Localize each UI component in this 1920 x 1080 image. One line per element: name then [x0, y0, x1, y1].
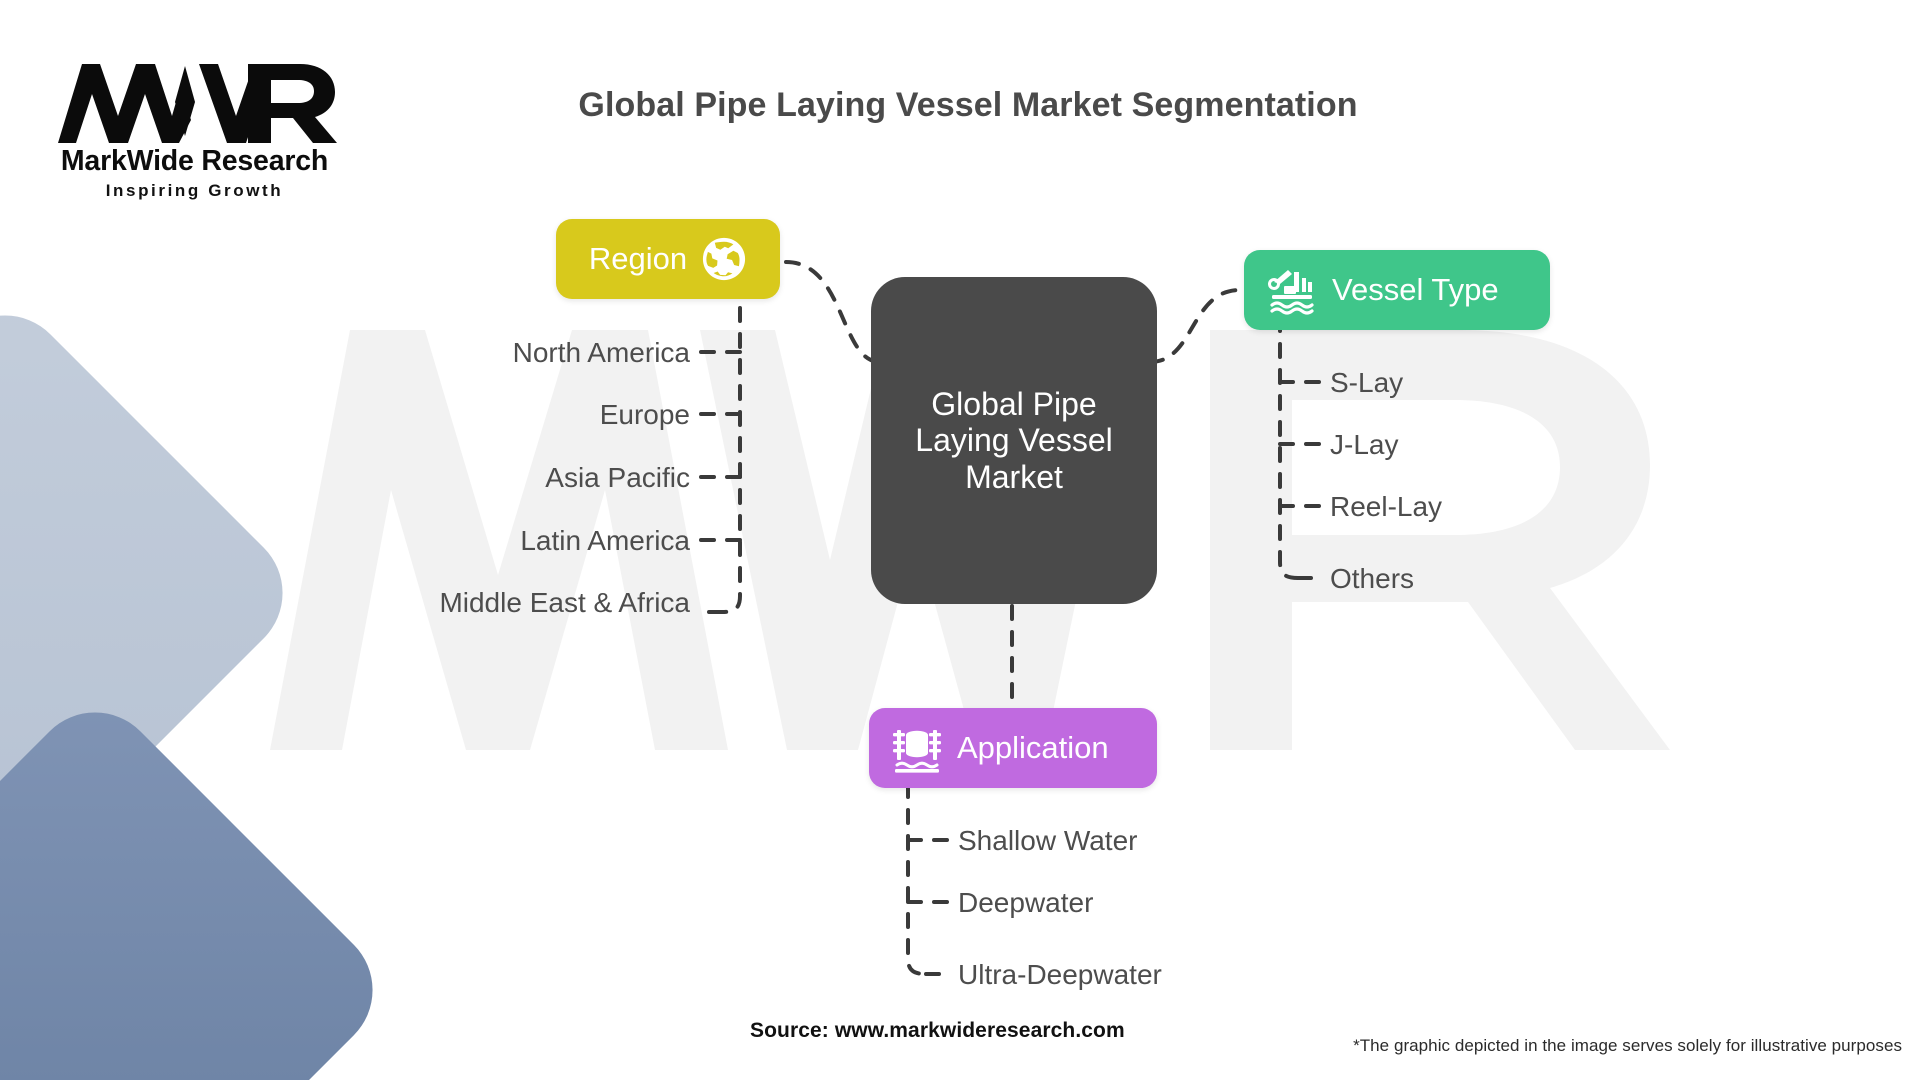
connector-region-to-center — [784, 260, 882, 364]
leaf-region-2: Asia Pacific — [545, 462, 690, 493]
branch-label-vessel-type: Vessel Type — [1332, 272, 1499, 307]
globe-network-icon — [701, 236, 747, 282]
central-node-label: Global Pipe Laying Vessel Market — [915, 386, 1113, 495]
brand-logo: MarkWide Research Inspiring Growth — [52, 58, 352, 201]
leaf-region-3: Latin America — [520, 525, 690, 556]
mwr-logo-mark-icon — [58, 64, 337, 143]
branch-badge-region[interactable]: Region — [556, 219, 780, 299]
branch-badge-application[interactable]: Application — [869, 708, 1157, 788]
leaf-application-1: Deepwater — [958, 887, 1094, 918]
leaf-region-4: Middle East & Africa — [439, 587, 690, 618]
leaf-region-0: North America — [512, 337, 690, 368]
logo-company-name: MarkWide Research — [60, 145, 329, 177]
logo-tagline: Inspiring Growth — [105, 181, 284, 200]
connector-center-to-vessel — [1148, 288, 1242, 364]
page-title: Global Pipe Laying Vessel Market Segment… — [0, 86, 1920, 125]
leaf-region-1: Europe — [599, 399, 690, 430]
disclaimer-note: *The graphic depicted in the image serve… — [1353, 1036, 1902, 1055]
offshore-platform-icon — [891, 722, 943, 774]
connector-vessel-spine — [1278, 316, 1300, 580]
leaf-application-2: Ultra-Deepwater — [958, 959, 1162, 990]
leaf-application-0: Shallow Water — [958, 825, 1138, 856]
branch-label-region: Region — [588, 241, 688, 276]
page-title-text: Global Pipe Laying Vessel Market Segment… — [578, 86, 1358, 124]
connector-region-spine — [720, 280, 742, 614]
leaf-vessel-type-2: Reel-Lay — [1330, 491, 1443, 522]
connector-application-spine — [906, 782, 928, 976]
leaf-vessel-type-3: Others — [1330, 563, 1415, 594]
central-node: Global Pipe Laying Vessel Market — [871, 277, 1157, 604]
branch-label-application: Application — [957, 730, 1109, 765]
offshore-crane-vessel-icon — [1266, 264, 1318, 316]
branch-badge-vessel-type[interactable]: Vessel Type — [1244, 250, 1550, 330]
leaf-vessel-type-1: J-Lay — [1330, 429, 1399, 460]
leaf-vessel-type-0: S-Lay — [1330, 367, 1404, 398]
source-attribution: Source: www.markwideresearch.com — [750, 1019, 1125, 1042]
